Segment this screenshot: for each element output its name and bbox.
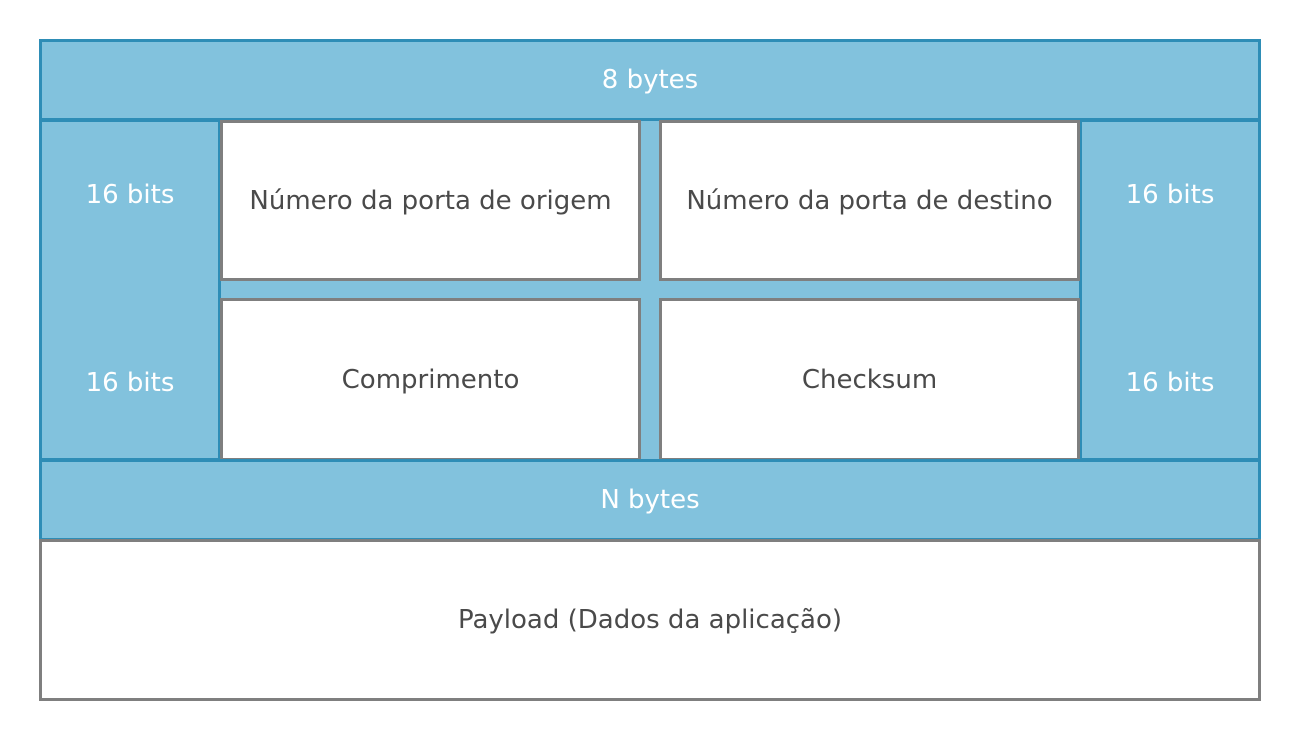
right-bits-column [1079,119,1261,461]
payload-field: Payload (Dados da aplicação) [39,539,1261,701]
length-field: Comprimento [220,298,641,461]
checksum-field: Checksum [659,298,1080,461]
payload-size-label: N bytes [600,485,700,515]
length-label: Comprimento [341,364,520,395]
destination-port-label: Número da porta de destino [686,185,1053,216]
left-bits-column [39,119,221,461]
payload-label: Payload (Dados da aplicação) [457,605,843,635]
checksum-label: Checksum [801,364,938,395]
source-port-label: Número da porta de origem [249,185,612,216]
payload-size-bar: N bytes [39,459,1261,541]
source-port-field: Número da porta de origem [220,120,641,281]
left-bottom-bits-label: 16 bits [85,368,175,398]
left-top-bits-label: 16 bits [85,180,175,210]
header-size-label: 8 bytes [601,65,699,95]
right-top-bits-label: 16 bits [1125,180,1215,210]
destination-port-field: Número da porta de destino [659,120,1080,281]
header-size-bar: 8 bytes [39,39,1261,121]
right-bottom-bits-label: 16 bits [1125,368,1215,398]
